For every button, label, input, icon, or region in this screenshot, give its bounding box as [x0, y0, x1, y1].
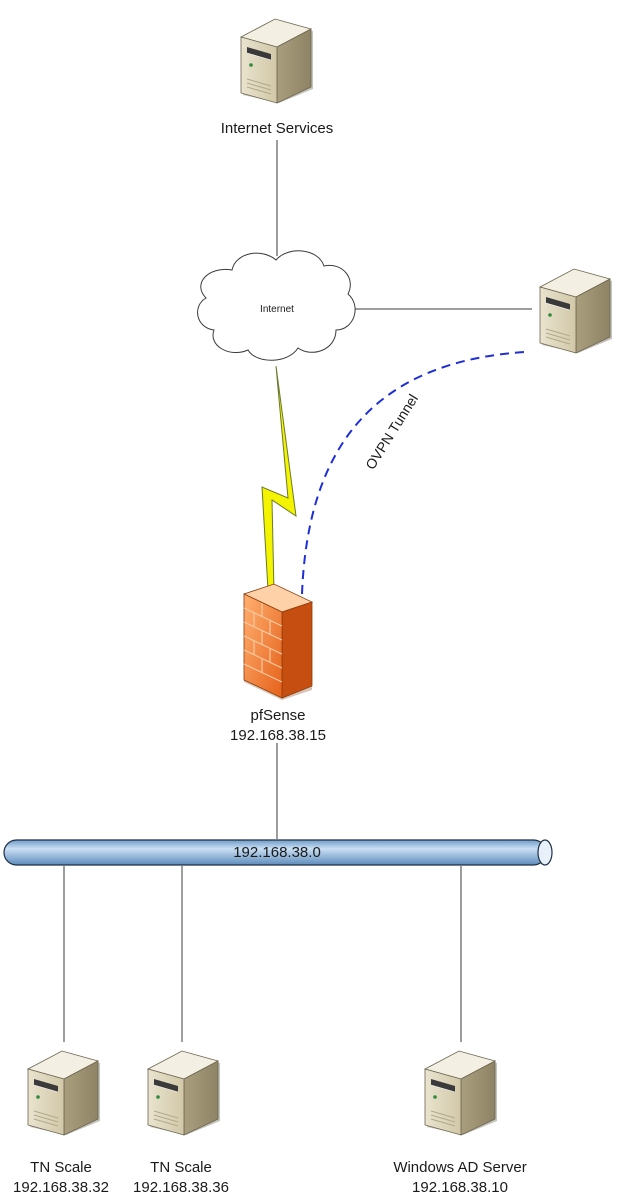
server-icon [539, 268, 613, 354]
firewall-icon [242, 583, 314, 700]
pfsense-name-label: pfSense [250, 707, 306, 724]
tn-scale-1-ip-label: 192.168.38.32 [13, 1179, 109, 1196]
lan-pipe [3, 839, 553, 866]
server-icon [424, 1050, 498, 1136]
tn-scale-1-name-label: TN Scale [30, 1159, 92, 1176]
windows-ad-ip-label: 192.168.38.10 [412, 1179, 508, 1196]
tn-scale-2-name-label: TN Scale [150, 1159, 212, 1176]
lan-subnet-label: 192.168.38.0 [233, 844, 321, 861]
ovpn-tunnel-link [301, 351, 525, 595]
pfsense-ip-label: 192.168.38.15 [230, 727, 326, 744]
server-icon [27, 1050, 101, 1136]
tn-scale-2-ip-label: 192.168.38.36 [133, 1179, 229, 1196]
wan-lightning-link [261, 365, 297, 593]
windows-ad-name-label: Windows AD Server [393, 1159, 527, 1176]
server-icon [240, 18, 314, 104]
internet-services-label: Internet Services [220, 120, 334, 137]
cloud-icon [197, 250, 356, 361]
internet-label: Internet [260, 304, 294, 315]
server-icon [147, 1050, 221, 1136]
